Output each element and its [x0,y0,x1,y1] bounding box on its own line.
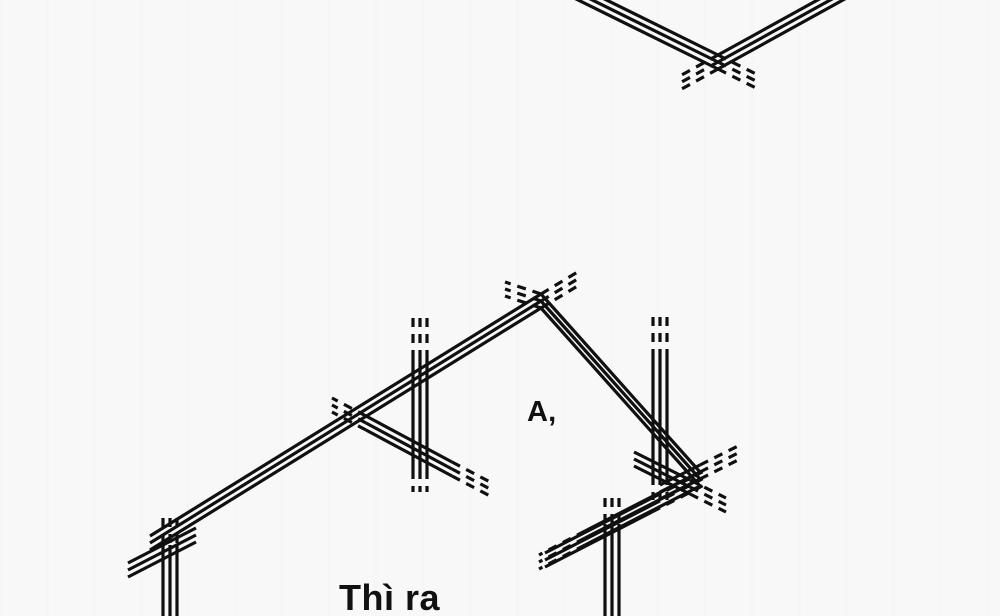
bottom-left-crossbar-solid [127,526,197,565]
lower-eave-right-dashed-dashed [699,450,741,474]
main-roof-right-slope-solid [539,306,702,488]
upper-roof-left-branch-dashed [717,67,761,92]
main-roof-left-slope-dashed [540,275,582,303]
upper-roof-right-branch-solid [717,0,847,71]
lower-right-diagonal-dashed [651,482,707,514]
lower-right-diagonal-solid [544,510,653,569]
upper-roof-right-branch-dashed [677,60,719,86]
upper-roof-right-branch-dashed [677,67,719,93]
lower-right-diagonal-solid [544,503,653,562]
mid-left-crossbar-dashed-end [451,467,493,492]
main-roof-right-slope-dashed [504,280,542,296]
main-roof-left-slope-solid [149,299,542,545]
mid-right-crossbar-solid [633,457,691,489]
mid-left-crossbar-dashed-start [331,403,367,425]
lower-right-diagonal-dashed [651,475,707,507]
mid-right-crossbar-dashed-end [689,485,727,507]
main-roof-right-slope-solid [539,299,702,481]
caption-thi-ra: Thì ra [339,577,441,616]
lower-eave-right-dashed-dashed [699,443,741,467]
mid-left-crossbar-dashed-start [331,396,367,418]
mid-right-crossbar-solid [633,464,691,496]
lower-right-diagonal-solid [544,496,653,555]
mid-right-crossbar-dashed-end [689,492,727,514]
upper-roof-right-branch-dashed [677,53,719,79]
main-roof-right-slope-dashed [504,294,542,310]
mid-left-crossbar-solid [365,414,453,464]
bottom-left-crossbar-solid [127,533,197,572]
upper-roof-left-branch-solid [574,0,719,71]
lower-eave-right-dashed-dashed [699,457,741,481]
upper-roof-left-branch-solid [602,0,719,57]
mid-left-crossbar-dashed-end [451,460,493,485]
main-roof-left-slope-solid [149,306,542,552]
main-roof-left-slope-dashed [540,268,582,296]
main-roof-right-slope-dashed [504,287,542,303]
mid-left-crossbar-solid [365,428,453,478]
upper-roof-right-branch-solid [717,0,834,64]
lower-right-diagonal-dashed [651,468,707,500]
upper-roof-left-branch-solid [588,0,719,64]
mid-left-crossbar-dashed-end [451,474,493,499]
mid-right-crossbar-solid [633,450,691,482]
main-roof-left-slope-solid [149,292,542,538]
mid-right-crossbar-dashed-end [689,478,727,500]
mid-left-crossbar-solid [365,421,453,471]
caption-a: A, [527,396,557,428]
mid-left-crossbar-dashed-start [331,410,367,432]
main-roof-right-slope-solid [539,292,702,474]
main-roof-left-slope-dashed [540,282,582,310]
upper-roof-right-branch-solid [717,0,821,57]
bottom-left-crossbar-solid [127,540,197,579]
